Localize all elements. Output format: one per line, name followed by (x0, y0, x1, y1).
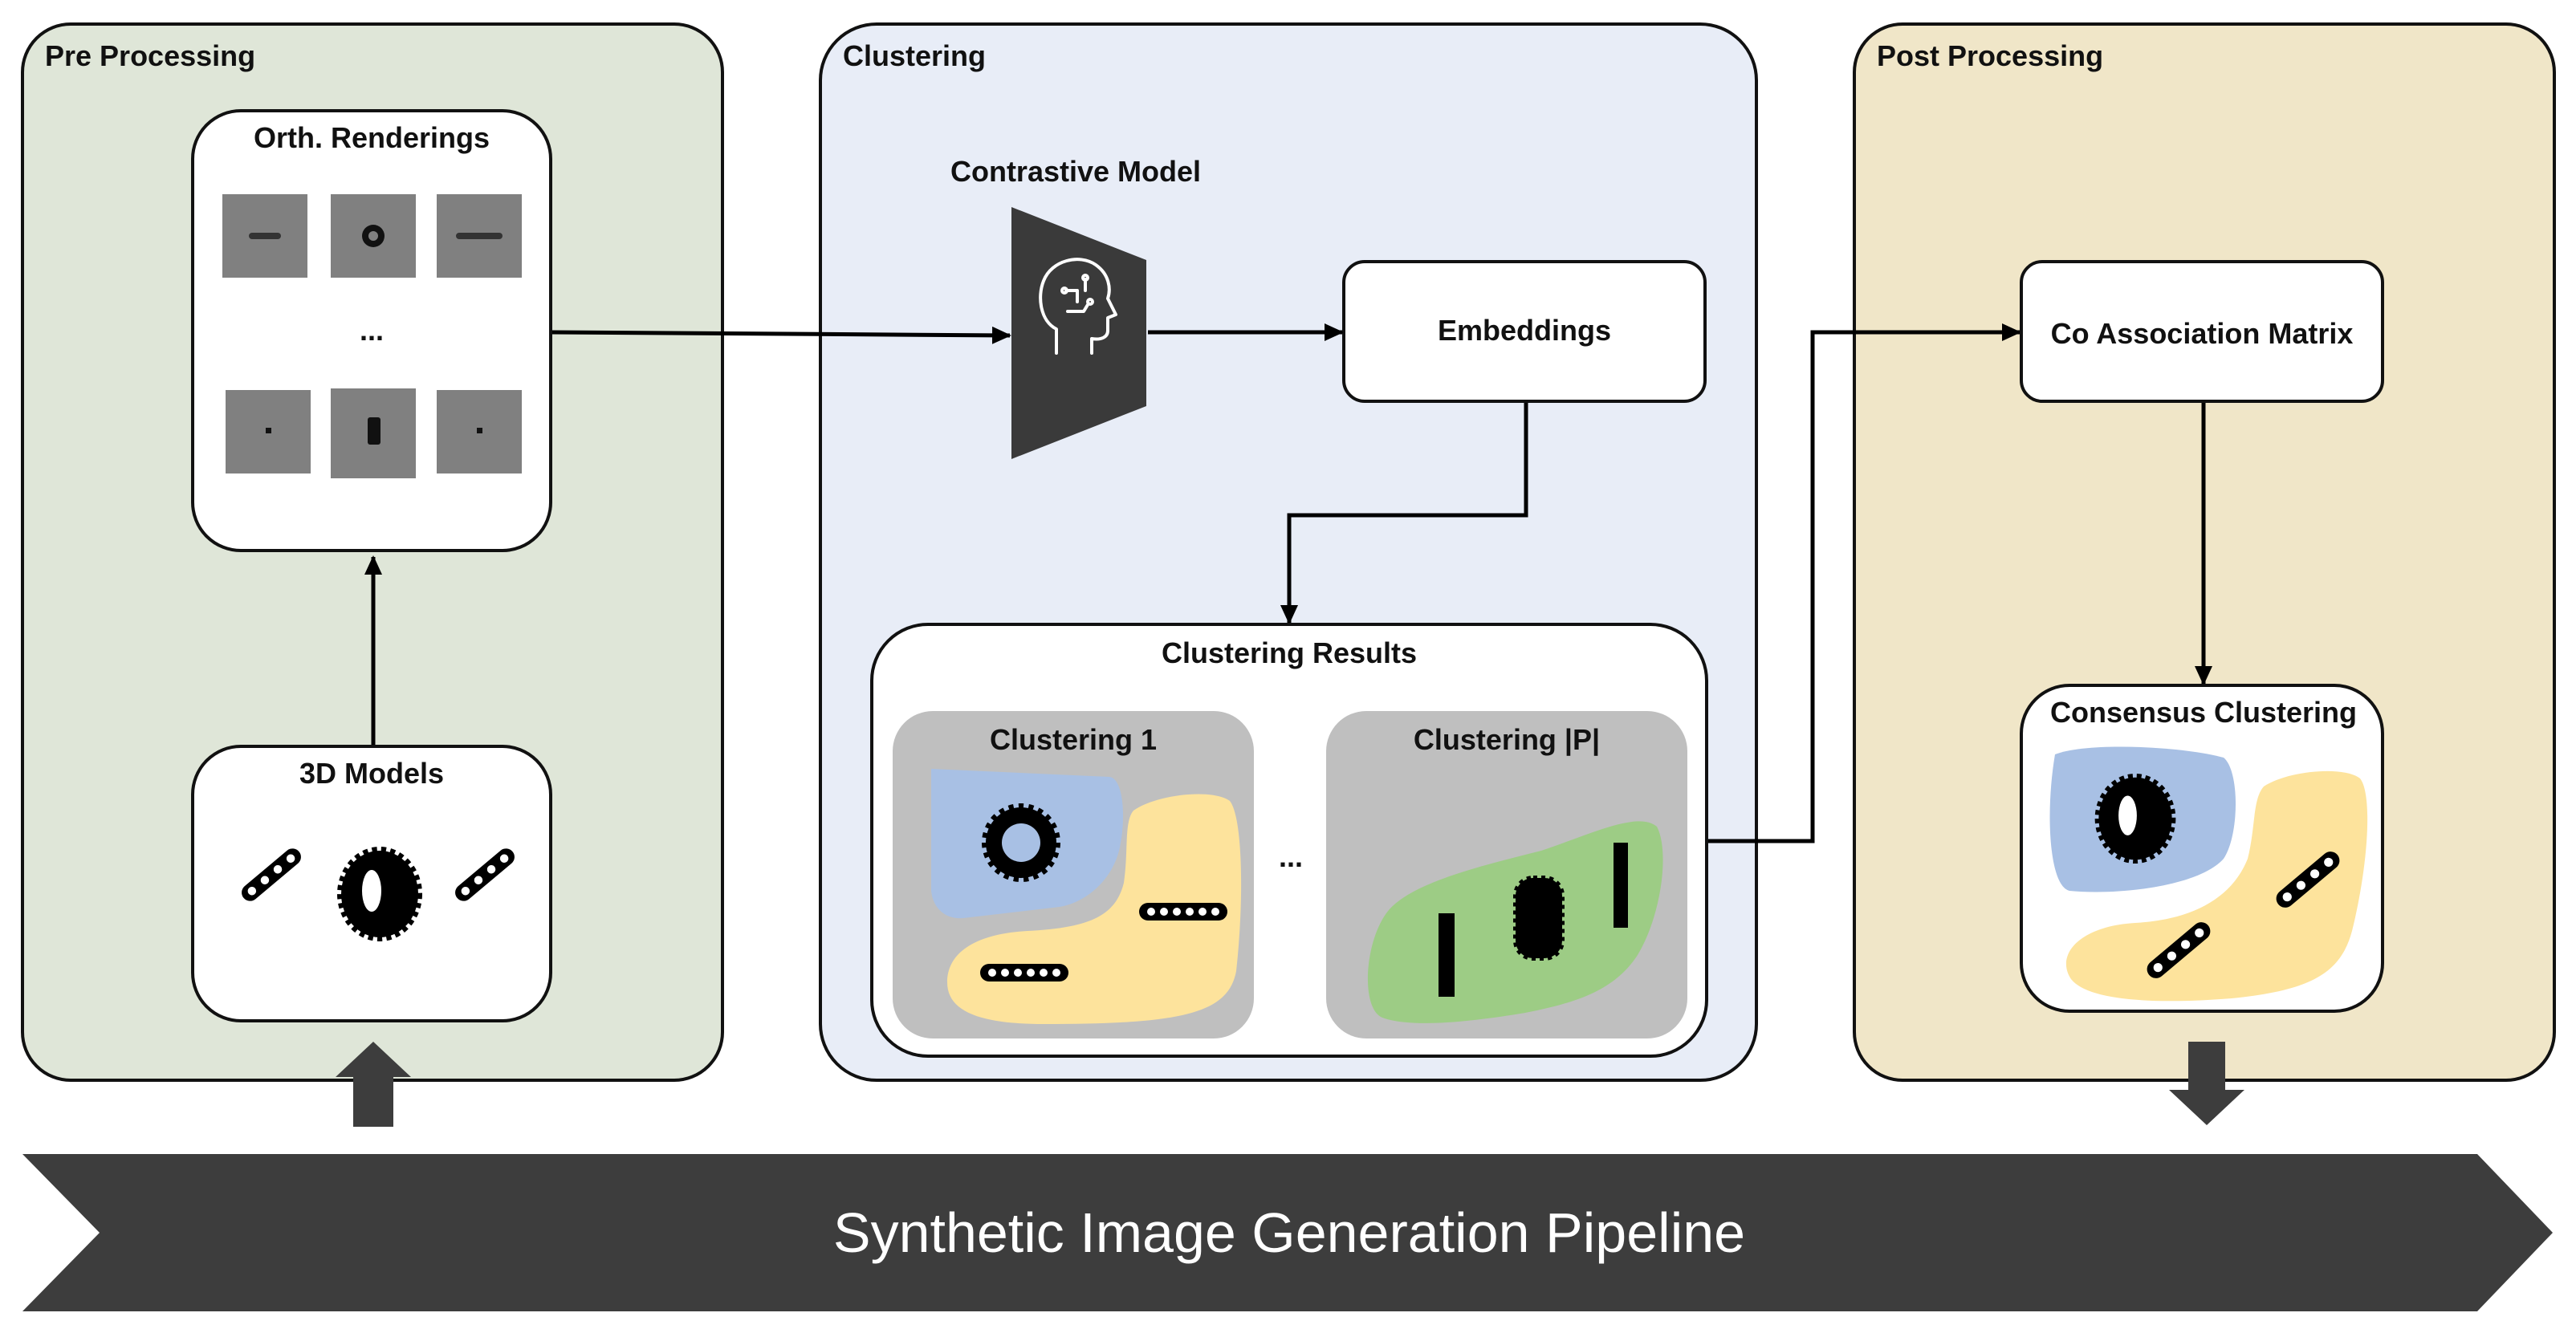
arrow-embeddings-to-results (1280, 403, 1528, 624)
co-association-matrix-label: Co Association Matrix (2051, 317, 2354, 350)
down-arrow-icon (2169, 1042, 2244, 1125)
contrastive-model-label: Contrastive Model (950, 155, 1201, 188)
pipeline-banner (22, 1154, 2553, 1311)
embeddings-label: Embeddings (1438, 314, 1611, 347)
arrow-renderings-to-model (551, 326, 1011, 344)
consensus-groups (2049, 746, 2368, 1002)
embeddings-box (1342, 260, 1707, 403)
renderings-ellipsis: ... (360, 314, 384, 347)
brain-head-icon (1039, 258, 1117, 355)
clustering-p-groups (1367, 821, 1663, 1023)
pipeline-banner-label: Synthetic Image Generation Pipeline (833, 1201, 1745, 1264)
co-association-matrix-box (2020, 260, 2384, 403)
post-processing-title: Post Processing (1877, 39, 2103, 72)
clustering-results-ellipsis: ... (1279, 840, 1303, 873)
up-arrow-icon (336, 1042, 411, 1127)
3d-models-label: 3D Models (299, 757, 444, 790)
pre-processing-title: Pre Processing (45, 39, 255, 72)
rendering-thumbnails: ... (222, 194, 522, 478)
consensus-clustering-label: Consensus Clustering (2050, 696, 2357, 729)
clustering-title: Clustering (843, 39, 986, 72)
clustering-results-label: Clustering Results (1162, 636, 1417, 669)
clustering-1-label: Clustering 1 (990, 723, 1157, 756)
arrow-results-to-coassociation (1708, 323, 2021, 843)
clustering-p-label: Clustering |P| (1414, 723, 1600, 757)
contrastive-model-shape (1011, 207, 1146, 459)
clustering-1-groups (931, 769, 1242, 1024)
orth-renderings-label: Orth. Renderings (254, 121, 490, 154)
